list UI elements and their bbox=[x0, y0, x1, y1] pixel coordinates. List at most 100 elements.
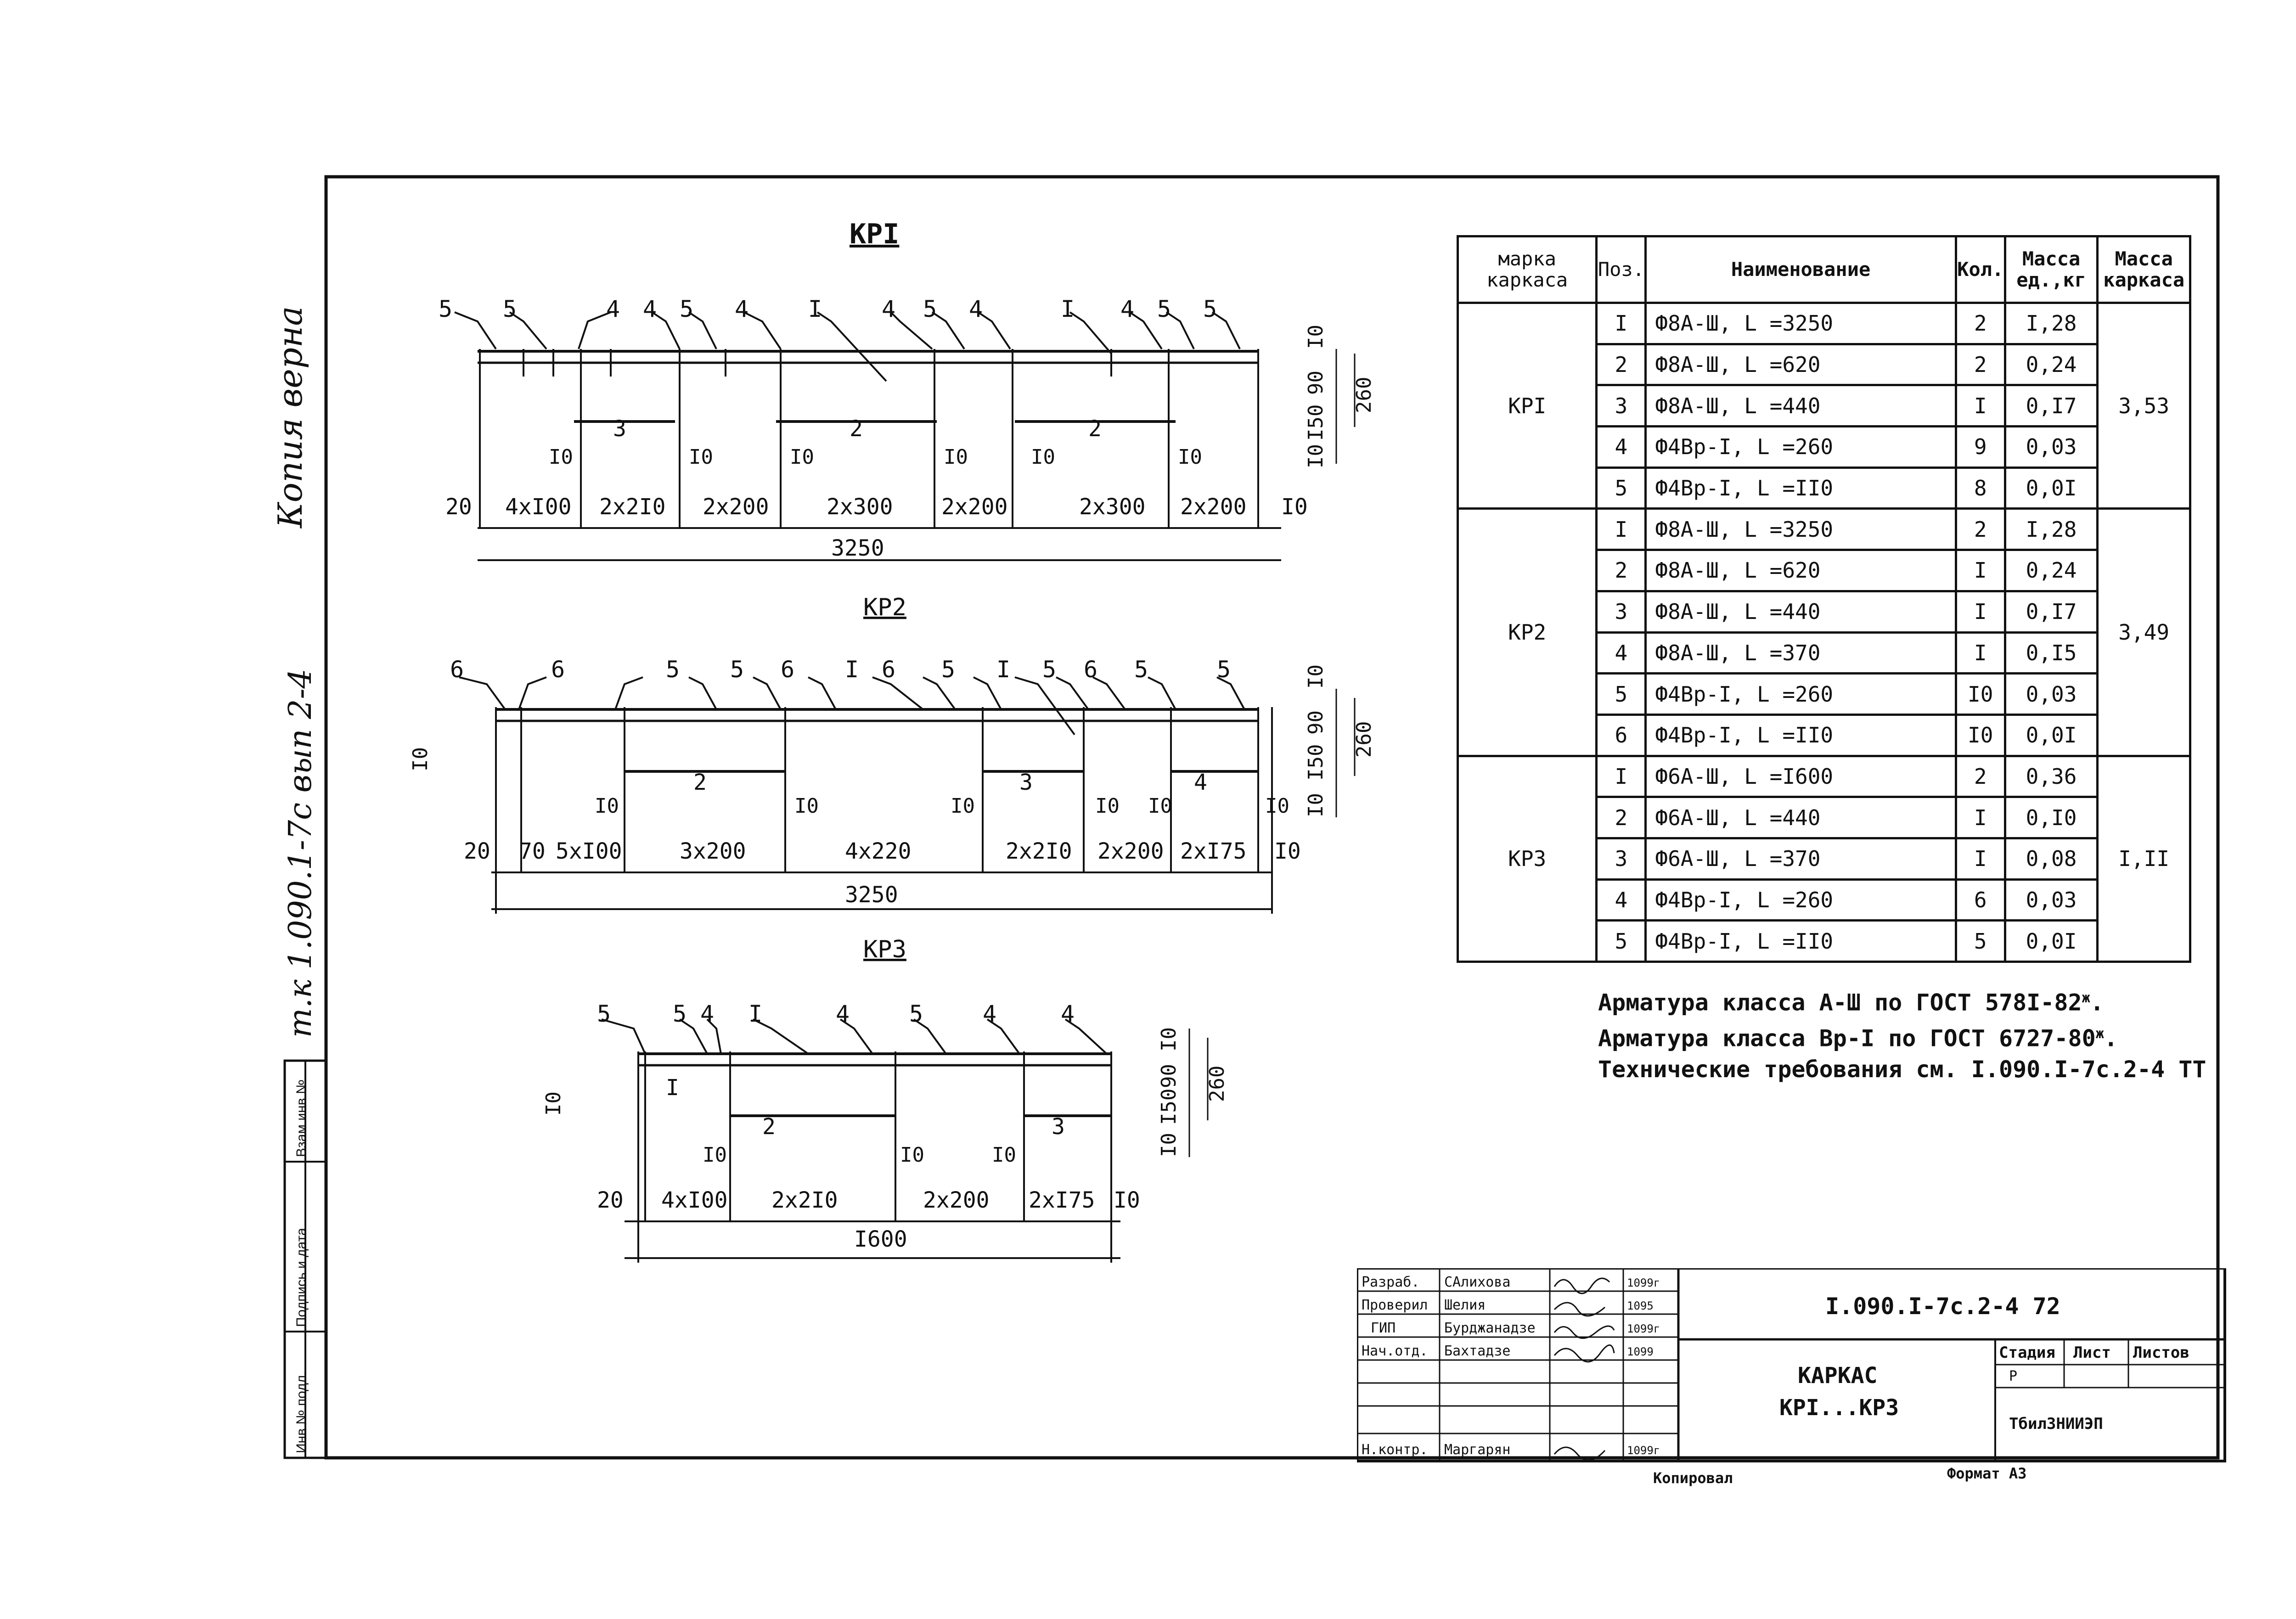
table-cell: 2 bbox=[1595, 796, 1647, 839]
dimension-label: 5 bbox=[1134, 656, 1148, 683]
specification-table: марка каркаса Поз. Наименование Кол. Мас… bbox=[1456, 235, 2191, 963]
table-cell: I bbox=[1954, 590, 2006, 634]
dimension-label: I0 bbox=[1304, 444, 1328, 468]
stage-label: Стадия bbox=[1999, 1344, 2055, 1362]
dimension-label: I0 bbox=[1281, 494, 1308, 520]
table-cell: I bbox=[1954, 384, 2006, 428]
table-cell: 4 bbox=[1595, 631, 1647, 675]
mark-cell: КРI bbox=[1456, 301, 1598, 510]
table-cell: 0,I7 bbox=[2003, 384, 2099, 428]
signer-date: 1099г bbox=[1627, 1444, 1660, 1457]
table-cell: 0,03 bbox=[2003, 672, 2099, 716]
dimension-label: 2xI75 bbox=[1180, 838, 1247, 864]
dimension-label: I0 bbox=[1114, 1187, 1140, 1213]
sheet-label: Лист bbox=[2073, 1344, 2111, 1362]
dimension-label: 4 bbox=[836, 1001, 850, 1027]
header-name: Наименование bbox=[1644, 235, 1957, 304]
table-cell: 3 bbox=[1595, 837, 1647, 881]
dimension-label: I0 bbox=[1274, 838, 1301, 864]
table-cell: 2 bbox=[1954, 302, 2006, 345]
table-cell: Ф8А-Ш, L =440 bbox=[1644, 590, 1957, 634]
table-cell: 3 bbox=[1595, 384, 1647, 428]
kp1-top-labels: 5 5 4 4 5 4 I 4 5 4 I 4 5 5 bbox=[439, 296, 1217, 322]
header-qty: Кол. bbox=[1954, 235, 2006, 304]
table-cell: I bbox=[1954, 631, 2006, 675]
dimension-label: 4 bbox=[983, 1001, 996, 1027]
table-cell: Ф4Вр-I, L =II0 bbox=[1644, 713, 1957, 757]
table-cell: I,28 bbox=[2003, 507, 2099, 551]
dimension-label: 5 bbox=[1042, 656, 1056, 683]
stage-value: Р bbox=[2009, 1368, 2017, 1384]
table-cell: I bbox=[1595, 302, 1647, 345]
table-cell: I bbox=[1954, 837, 2006, 881]
kp1-label: 5 bbox=[923, 296, 937, 322]
kp1-vdims: I0 90 I50 260 I0 bbox=[1304, 325, 1376, 468]
dimension-label: I0 bbox=[790, 445, 814, 469]
kp1-label: 5 bbox=[1203, 296, 1217, 322]
kp3-vdims: I0 90 I50 260 I0 bbox=[1157, 1027, 1229, 1157]
dimension-label: 5 bbox=[730, 656, 744, 683]
kp2-vdims: I0 90 I50 260 I0 bbox=[1304, 664, 1376, 817]
dimension-label: I0 bbox=[689, 445, 713, 469]
kp3-bar-labels: I 2 3 bbox=[666, 1075, 1065, 1140]
kp1-dims: 20 4xI00 2x2I0 2x200 2x300 2x200 2x300 2… bbox=[445, 494, 1308, 561]
kp3-top-labels: 5 5 4 I 4 5 4 4 bbox=[597, 1001, 1075, 1027]
title-line-2: КРI...КР3 bbox=[1779, 1395, 1899, 1421]
dimension-label: I0 bbox=[1157, 1027, 1181, 1051]
header-unit-mass: Масса ед.,кг bbox=[2003, 235, 2099, 304]
signer-date: 1099г bbox=[1627, 1322, 1660, 1335]
drawings-area: КРI 5 5 4 4 5 4 I 4 5 4 I 4 5 5 3 2 2 20… bbox=[409, 218, 1376, 1263]
table-cell: Ф8А-Ш, L =620 bbox=[1644, 343, 1957, 387]
mass-cell: 3,49 bbox=[2096, 507, 2191, 757]
dimension-label: 2x200 bbox=[941, 494, 1008, 520]
table-cell: 0,I0 bbox=[2003, 796, 2099, 839]
header-frame-mass: Масса каркаса bbox=[2096, 235, 2191, 304]
signer-date: 1095 bbox=[1627, 1299, 1654, 1312]
dimension-label: 2x300 bbox=[827, 494, 893, 520]
table-cell: 6 bbox=[1595, 713, 1647, 757]
dimension-label: I0 bbox=[794, 794, 819, 818]
table-cell: 8 bbox=[1954, 466, 2006, 510]
header-pos: Поз. bbox=[1595, 235, 1647, 304]
side-stamp-inv: Инв № подл. bbox=[294, 1371, 309, 1453]
dimension-label: 3250 bbox=[845, 882, 898, 908]
dimension-label: 20 bbox=[445, 494, 472, 520]
table-cell: Ф8А-Ш, L =3250 bbox=[1644, 507, 1957, 551]
table-cell: 9 bbox=[1954, 425, 2006, 469]
table-cell: Ф8А-Ш, L =370 bbox=[1644, 631, 1957, 675]
dimension-label: I0 bbox=[900, 1143, 924, 1167]
table-cell: I0 bbox=[1954, 713, 2006, 757]
signer-name: Маргарян bbox=[1444, 1442, 1511, 1458]
table-cell: 0,24 bbox=[2003, 549, 2099, 592]
table-cell: I bbox=[1954, 796, 2006, 839]
table-cell: I bbox=[1954, 549, 2006, 592]
header-mark: марка каркаса bbox=[1456, 235, 1598, 304]
kp1-label: I bbox=[1061, 296, 1075, 322]
mass-cell: 3,53 bbox=[2096, 301, 2191, 510]
signer-name: САлихова bbox=[1444, 1274, 1511, 1290]
format-label: Формат А3 bbox=[1947, 1465, 2027, 1482]
dimension-label: 6 bbox=[551, 656, 565, 683]
mark-cell: КР2 bbox=[1456, 507, 1598, 757]
table-cell: 0,24 bbox=[2003, 343, 2099, 387]
kp3-leaders bbox=[601, 1018, 1108, 1055]
dimension-label: 6 bbox=[1084, 656, 1097, 683]
dimension-label: 2x200 bbox=[1097, 838, 1164, 864]
kp1-label: 5 bbox=[503, 296, 517, 322]
dimension-label: 20 bbox=[464, 838, 490, 864]
dimension-label: 5 bbox=[597, 1001, 611, 1027]
dimension-label: I0 bbox=[409, 747, 432, 771]
dimension-label: 5 bbox=[941, 656, 955, 683]
note-line-2: Арматура класса Вр-I по ГОСТ 6727-80ж. bbox=[1598, 1025, 2118, 1052]
table-cell: I0 bbox=[1954, 672, 2006, 716]
table-cell: I bbox=[1595, 754, 1647, 798]
table-cell: 4 bbox=[1595, 425, 1647, 469]
dimension-label: 3 bbox=[613, 416, 626, 442]
dimension-label: I0 bbox=[542, 1091, 565, 1116]
kp1-bar-labels: 3 2 2 bbox=[613, 416, 1102, 442]
title-line-1: КАРКАС bbox=[1798, 1363, 1877, 1389]
table-cell: 0,08 bbox=[2003, 837, 2099, 881]
dimension-label: 6 bbox=[450, 656, 464, 683]
table-cell: I,28 bbox=[2003, 302, 2099, 345]
